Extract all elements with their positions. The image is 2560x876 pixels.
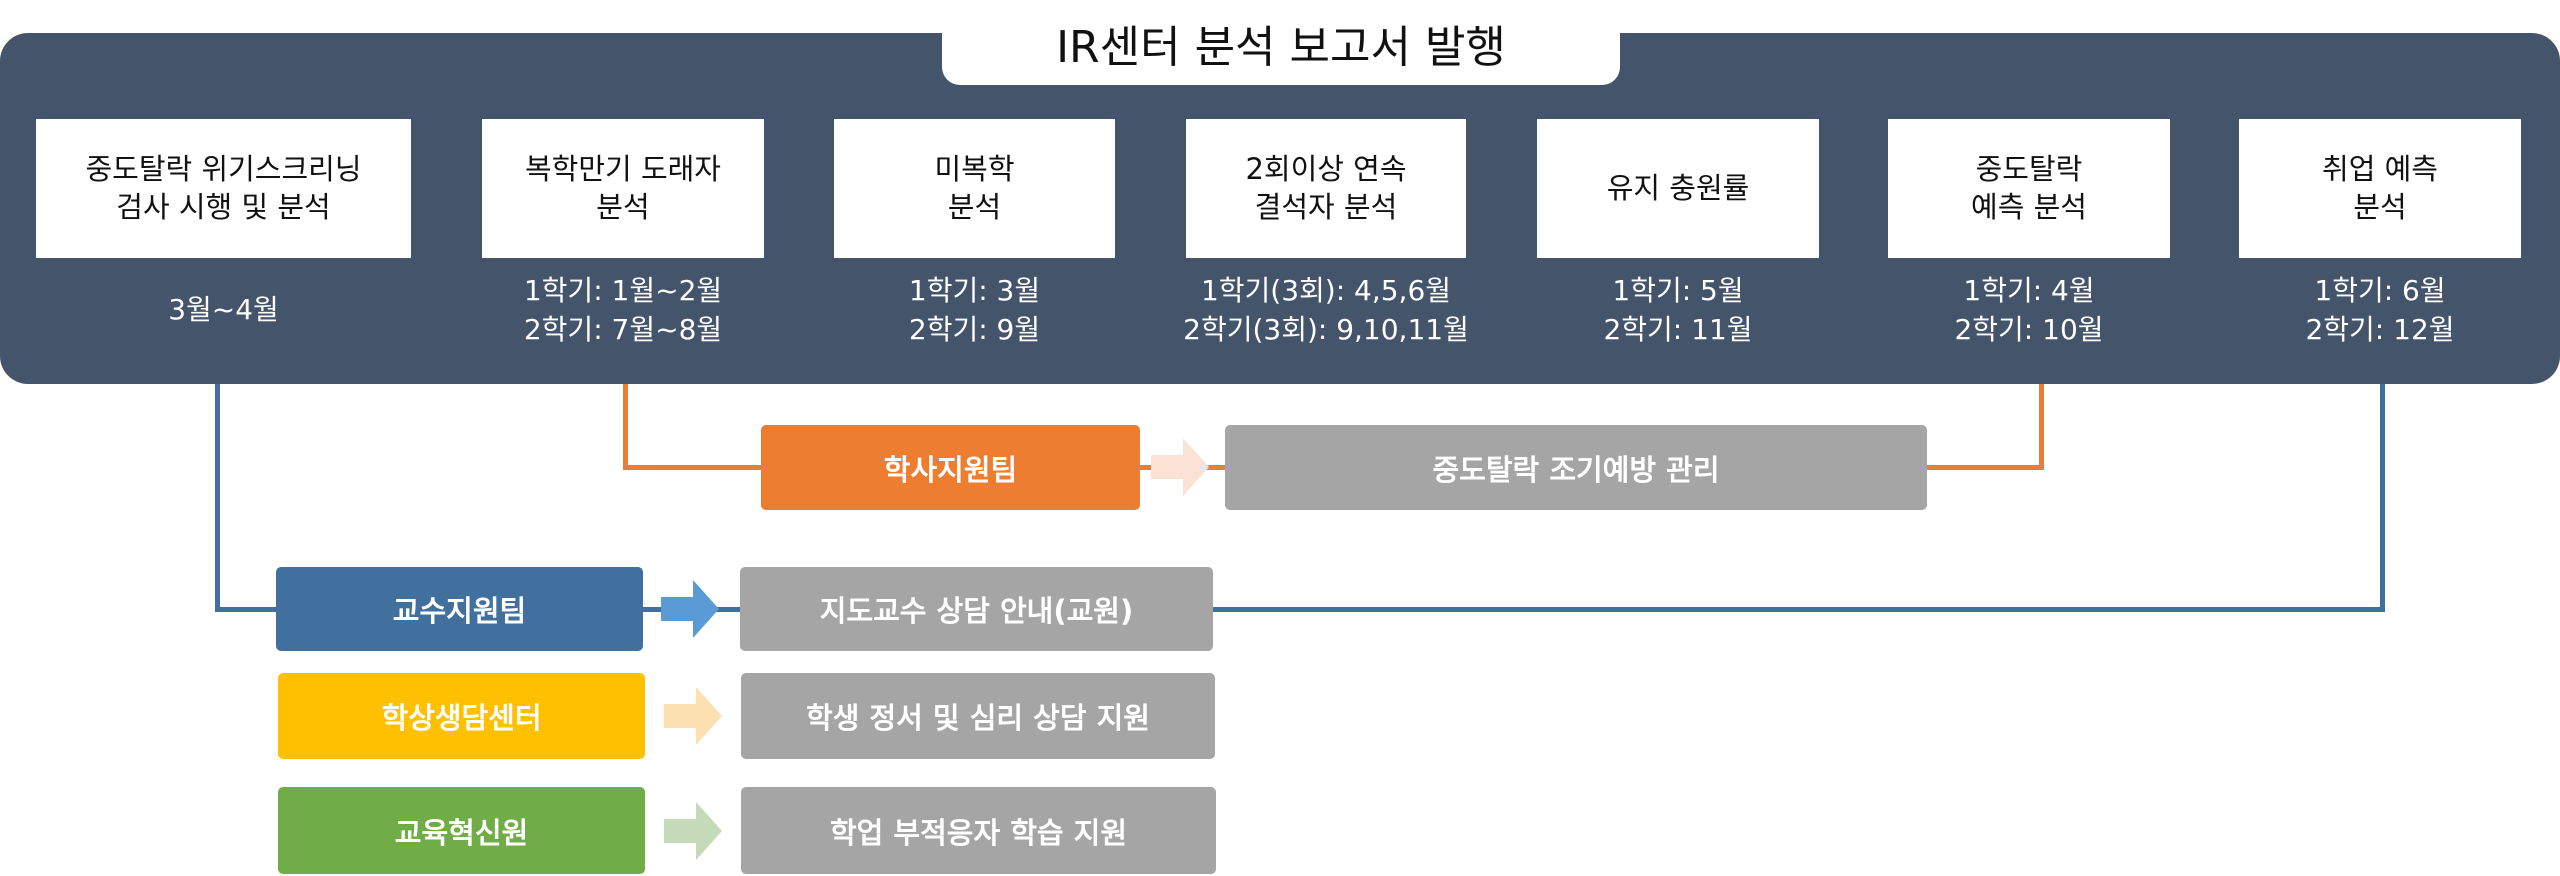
schedule-text: 1학기(3회): 4,5,6월 2학기(3회): 9,10,11월: [1183, 273, 1469, 346]
connector-line: [215, 384, 220, 612]
analysis-box: 복학만기 도래자 분석: [482, 119, 764, 258]
analysis-box: 취업 예측 분석: [2239, 119, 2521, 258]
schedule-text: 1학기: 1월~2월 2학기: 7월~8월: [523, 273, 723, 346]
team-faculty-support: 교수지원팀: [276, 567, 643, 651]
analysis-box: 유지 충원률: [1537, 119, 1819, 258]
connector-line: [2039, 384, 2044, 470]
team-education-innovation: 교육혁신원: [278, 787, 645, 874]
analysis-box: 2회이상 연속 결석자 분석: [1186, 119, 1466, 258]
connector-line: [623, 465, 763, 470]
connector-line: [1213, 607, 2385, 612]
analysis-box: 중도탈락 위기스크리닝 검사 시행 및 분석: [36, 119, 411, 258]
action-box: 지도교수 상담 안내(교원): [740, 567, 1213, 651]
analysis-box: 미복학 분석: [834, 119, 1115, 258]
team-counseling-center: 학상생담센터: [278, 673, 645, 759]
schedule-text: 1학기: 6월 2학기: 12월: [2305, 273, 2455, 346]
arrow-right-icon: [664, 687, 722, 745]
action-box: 학업 부적응자 학습 지원: [741, 787, 1216, 874]
arrow-right-icon: [664, 802, 722, 860]
connector-line: [1927, 465, 2044, 470]
analysis-box: 중도탈락 예측 분석: [1888, 119, 2170, 258]
connector-line: [215, 607, 277, 612]
action-box: 학생 정서 및 심리 상담 지원: [741, 673, 1215, 759]
action-box: 중도탈락 조기예방 관리: [1225, 425, 1927, 510]
arrow-right-icon: [1151, 438, 1209, 496]
schedule-text: 3월~4월: [168, 293, 279, 327]
page-title: IR센터 분석 보고서 발행: [942, 0, 1620, 85]
connector-line: [623, 384, 628, 470]
schedule-text: 1학기: 5월 2학기: 11월: [1603, 273, 1753, 346]
arrow-right-icon: [661, 580, 719, 638]
schedule-text: 1학기: 3월 2학기: 9월: [908, 273, 1041, 346]
connector-line: [2380, 384, 2385, 612]
schedule-text: 1학기: 4월 2학기: 10월: [1954, 273, 2104, 346]
team-academic-support: 학사지원팀: [761, 425, 1140, 510]
